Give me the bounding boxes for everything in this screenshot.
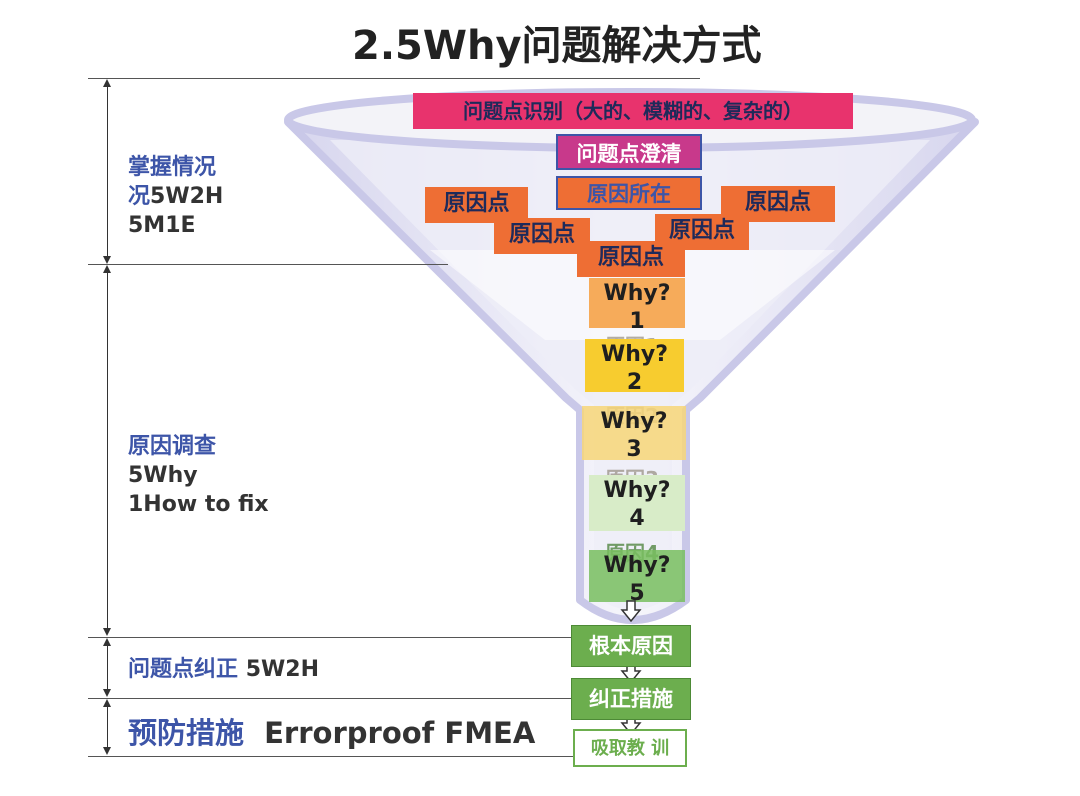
cause-location-box: 原因所在 [556, 176, 702, 210]
section3-heading: 问题点纠正 [128, 657, 239, 682]
span-line-1 [107, 86, 108, 257]
root-cause-box: 根本原因 [571, 625, 691, 667]
arrow-down-4 [103, 747, 111, 755]
divider-line-5 [88, 756, 578, 757]
section3-rest: 5W2H [245, 657, 319, 682]
section-prevention: 预防措施 Errorproof FMEA [128, 716, 535, 750]
cause-point-box: 原因点 [577, 241, 685, 277]
divider-line-3 [88, 637, 578, 638]
divider-line-4 [88, 698, 578, 699]
section1-line2-prefix: 况 [128, 184, 151, 209]
section4-heading: 预防措施 [128, 716, 245, 750]
down-arrow-icon [620, 600, 642, 622]
problem-identification-banner: 问题点识别（大的、模糊的、复杂的） [413, 93, 853, 129]
span-line-4 [107, 706, 108, 748]
why-2-box: Why? 2 [585, 339, 684, 395]
section1-line2-rest: 5W2H [150, 184, 224, 209]
section1-heading: 掌握情况 [128, 155, 217, 180]
arrow-down-1 [103, 256, 111, 264]
section-correction: 问题点纠正 5W2H [128, 655, 319, 684]
arrow-down-2 [103, 628, 111, 636]
page-title: 2.5Why问题解决方式 [352, 23, 762, 69]
why-3-box: Why? 3 [582, 406, 686, 462]
divider-line-2 [88, 264, 448, 265]
section-cause-investigation: 原因调查 5Why 1How to fix [128, 432, 269, 519]
arrow-up-2 [103, 265, 111, 273]
span-line-2 [107, 272, 108, 629]
arrow-up-3 [103, 638, 111, 646]
section1-line3: 5M1E [128, 213, 196, 238]
section4-rest: Errorproof FMEA [264, 716, 536, 750]
section2-line2: 5Why [128, 463, 198, 488]
divider-line-1 [88, 78, 700, 79]
arrow-up-1 [103, 79, 111, 87]
why-4-box: Why? 4 [589, 475, 685, 531]
corrective-action-box: 纠正措施 [571, 678, 691, 720]
problem-clarification-box: 问题点澄清 [556, 134, 702, 170]
cause-point-box: 原因点 [425, 187, 528, 223]
arrow-down-3 [103, 689, 111, 697]
span-line-3 [107, 645, 108, 690]
section-grasp-situation: 掌握情况 况5W2H 5M1E [128, 153, 223, 240]
why-5-box: Why? 5 [589, 550, 685, 606]
section2-line3: 1How to fix [128, 492, 269, 517]
cause-point-box: 原因点 [494, 218, 590, 254]
section2-heading: 原因调查 [128, 434, 217, 459]
why-1-box: Why? 1 [589, 278, 685, 334]
lessons-learned-box: 吸取教 训 [573, 729, 687, 767]
arrow-up-4 [103, 699, 111, 707]
